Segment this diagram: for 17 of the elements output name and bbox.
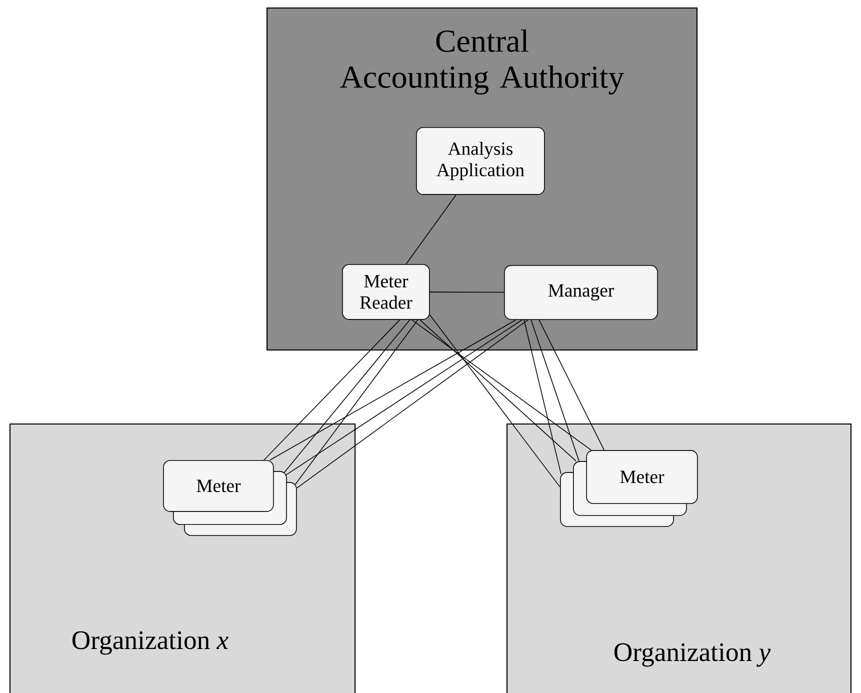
connector-line: [524, 319, 562, 474]
connector-line: [419, 319, 576, 462]
rounded-box: Meter Reader: [342, 264, 430, 320]
connector-line: [263, 319, 400, 460]
connector-line: [294, 319, 418, 486]
connector-line: [406, 194, 456, 264]
connector-line: [538, 319, 604, 450]
connector-line: [411, 319, 592, 450]
rounded-box: Meter: [586, 450, 698, 504]
connector-line: [269, 319, 516, 460]
connector-line: [283, 319, 410, 474]
connector-line: [530, 319, 580, 462]
rounded-box: Meter: [163, 460, 274, 512]
rounded-box: Analysis Application: [416, 127, 545, 195]
rounded-box: Manager: [504, 265, 658, 320]
connector-line: [429, 314, 560, 488]
connector-line: [429, 292, 504, 293]
